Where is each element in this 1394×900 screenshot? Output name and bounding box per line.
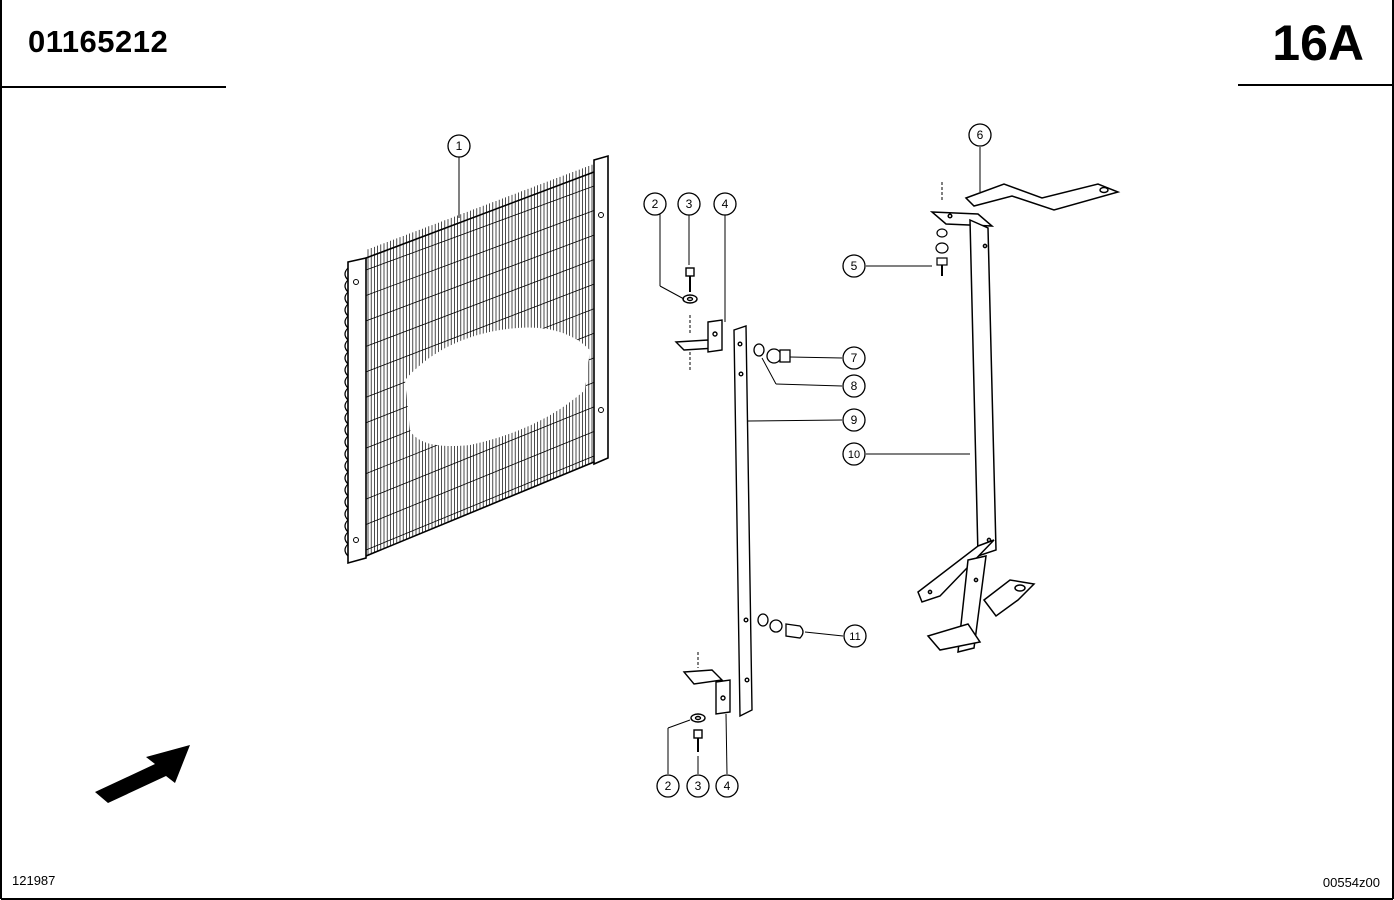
callout-3-upper-label: 3 — [686, 197, 693, 211]
callout-3-lower-circle — [686, 774, 710, 798]
direction-arrow-icon — [95, 745, 190, 803]
callout-1-label: 1 — [456, 139, 463, 153]
footer-right-code: 00554z00 — [1322, 875, 1380, 890]
bolt-11 — [757, 613, 804, 639]
callout-2-lower-circle — [656, 774, 680, 798]
callout-9-label: 9 — [851, 413, 858, 427]
footer-left-code: 121987 — [12, 873, 56, 888]
upper-bracket-assembly — [674, 267, 723, 372]
callout-3-upper-circle — [677, 192, 701, 216]
callout-8-circle — [842, 374, 866, 398]
callout-7-circle — [842, 346, 866, 370]
vertical-strap — [733, 325, 753, 718]
callout-4-upper-circle — [713, 192, 737, 216]
callout-4-lower-circle — [715, 774, 739, 798]
callout-3-lower-label: 3 — [695, 779, 702, 793]
part-number: 01165212 — [28, 24, 169, 59]
page-code: 16A — [1272, 15, 1364, 71]
callout-labels: 1 2 3 4 5 6 7 8 9 10 11 2 3 4 — [456, 128, 984, 793]
callout-11-circle — [843, 624, 867, 648]
callout-4-upper-label: 4 — [722, 197, 729, 211]
lower-bracket-assembly — [682, 652, 731, 752]
callout-circles — [447, 123, 992, 798]
condenser-core — [344, 154, 609, 565]
callout-4-lower-label: 4 — [724, 779, 731, 793]
callout-8-label: 8 — [851, 379, 858, 393]
callout-6-label: 6 — [977, 128, 984, 142]
callout-2-upper-circle — [643, 192, 667, 216]
callout-10-circle — [842, 442, 866, 466]
callout-2-upper-label: 2 — [652, 197, 659, 211]
callout-6-circle — [968, 123, 992, 147]
callout-5-label: 5 — [851, 259, 858, 273]
callout-10-label: 10 — [848, 449, 860, 461]
nut-washer-7-8 — [753, 343, 791, 364]
callout-2-lower-label: 2 — [665, 779, 672, 793]
callout-7-label: 7 — [851, 351, 858, 365]
leader-lines — [458, 147, 981, 775]
support-frame — [917, 183, 1121, 653]
callout-9-circle — [842, 408, 866, 432]
callout-11-label: 11 — [849, 631, 860, 643]
callout-1-circle — [447, 134, 471, 158]
bolt-stack-5 — [935, 182, 949, 276]
callout-5-circle — [842, 254, 866, 278]
